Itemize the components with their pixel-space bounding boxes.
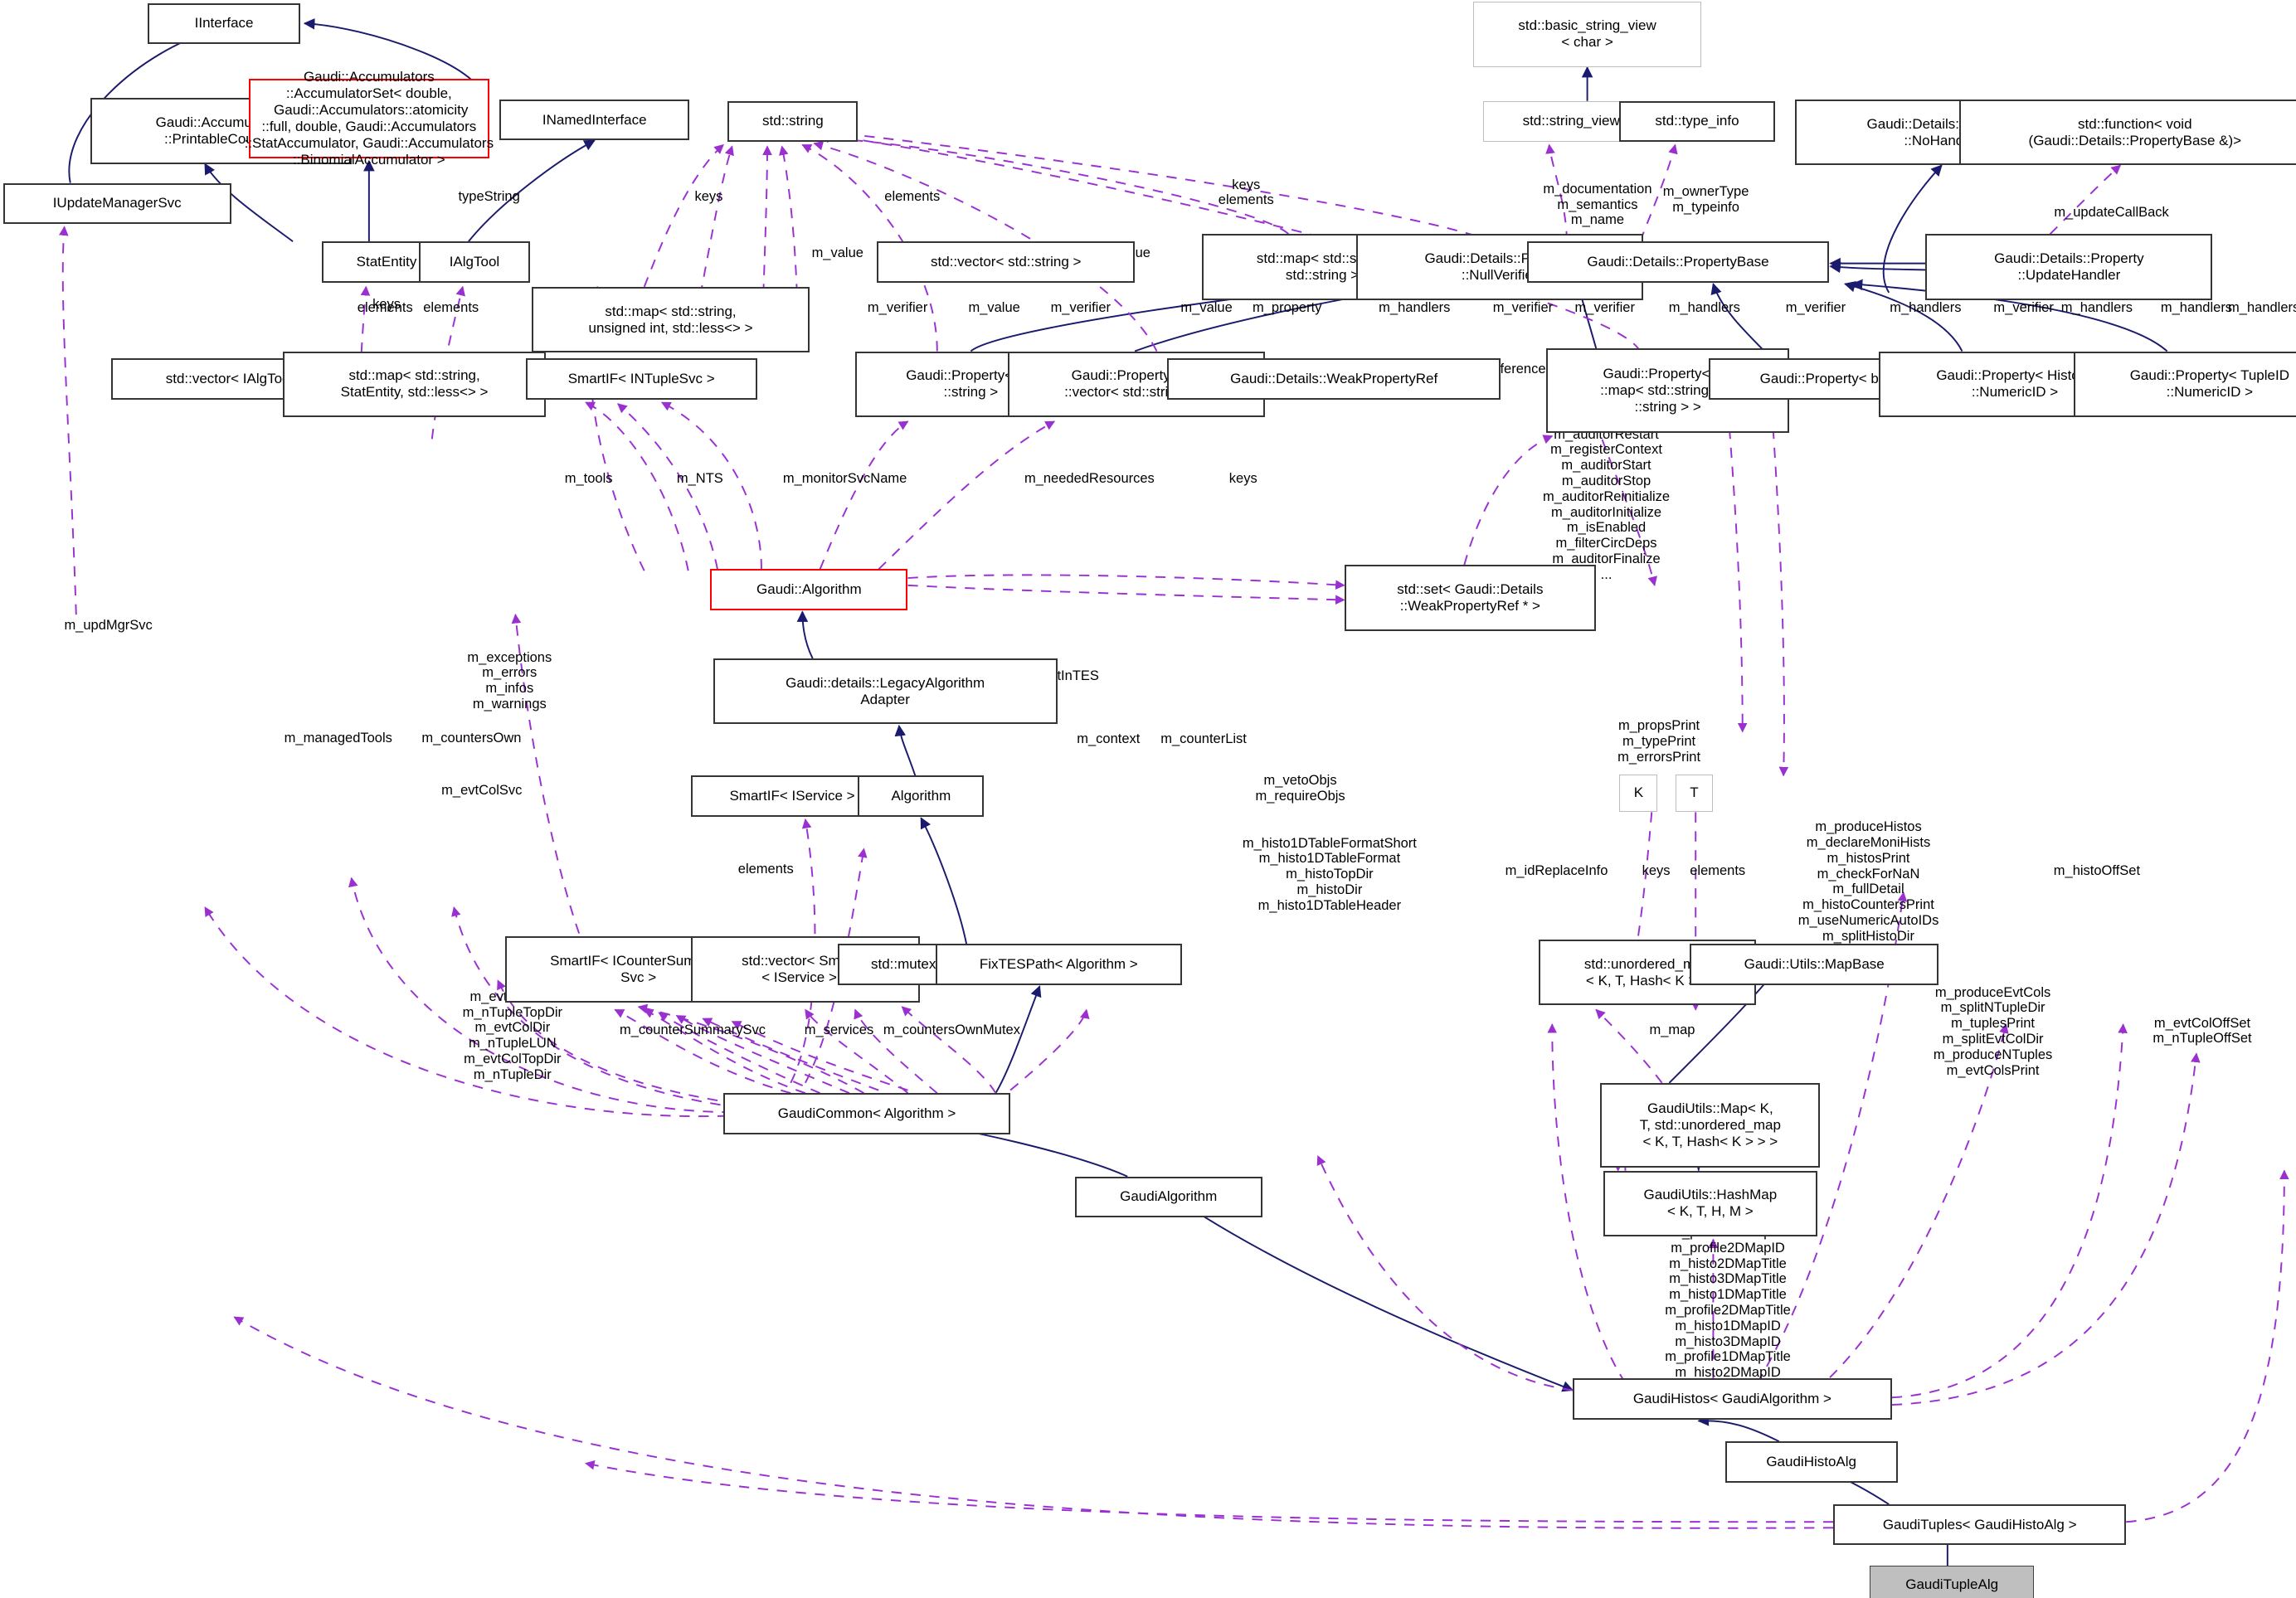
class-node-nodeT[interactable]: T <box>1675 774 1714 813</box>
edge-label: m_services <box>804 1022 874 1038</box>
edge-label: m_documentation m_semantics m_name <box>1543 181 1652 228</box>
class-node-gaudialgorithm_c[interactable]: Gaudi::Algorithm <box>710 569 908 610</box>
edge-label: m_evtColSvc <box>441 783 523 799</box>
edge-label: m_value <box>811 245 863 261</box>
class-node-mapstatentity[interactable]: std::map< std::string, StatEntity, std::… <box>282 351 547 417</box>
edge-label: m_evtColOffSet m_nTupleOffSet <box>2152 1015 2252 1047</box>
class-node-setweakpropref[interactable]: std::set< Gaudi::Details ::WeakPropertyR… <box>1344 565 1597 631</box>
class-node-gauditupleshistoalg[interactable]: GaudiTuples< GaudiHistoAlg > <box>1833 1504 2127 1546</box>
edge-label: m_handlers <box>2060 299 2133 315</box>
class-node-gaudihistos[interactable]: GaudiHistos< GaudiAlgorithm > <box>1572 1378 1892 1420</box>
class-node-gauditupleaig[interactable]: GaudiTupleAlg <box>1870 1566 2034 1598</box>
edge-label: m_handlers <box>2228 299 2296 315</box>
class-node-basicstringview[interactable]: std::basic_string_view < char > <box>1472 1 1702 68</box>
class-node-typeinfo[interactable]: std::type_info <box>1619 100 1775 143</box>
edge-label: elements <box>1690 863 1746 879</box>
edge-label: typeString <box>458 188 520 204</box>
edge-label: m_histoOffSet <box>2053 863 2141 879</box>
edge-label: m_counterList <box>1160 731 1247 747</box>
class-node-stdfunction[interactable]: std::function< void (Gaudi::Details::Pro… <box>1958 99 2296 166</box>
edge-label: m_exceptions m_errors m_infos m_warnings <box>467 649 552 712</box>
edge-label: m_handlers <box>1379 299 1451 315</box>
class-node-gaudiutilsmap[interactable]: GaudiUtils::Map< K, T, std::unordered_ma… <box>1600 1082 1821 1168</box>
edge-label: m_managedTools <box>284 730 392 746</box>
edge-label: m_verifier <box>867 299 928 315</box>
edge-label: m_verifier <box>1993 299 2054 315</box>
edge-label: m_verifier <box>1785 299 1846 315</box>
edge-label: m_idReplaceInfo <box>1505 863 1608 879</box>
edge-label: m_handlers <box>1668 299 1740 315</box>
edge-label: m_counterSummarySvc <box>619 1022 766 1038</box>
edge-label: m_produceEvtCols m_splitNTupleDir m_tupl… <box>1933 984 2053 1078</box>
edge-label: m_updateCallBack <box>2054 205 2169 221</box>
class-node-updatehandler[interactable]: Gaudi::Details::Property ::UpdateHandler <box>1925 234 2213 300</box>
class-node-mapbase[interactable]: Gaudi::Utils::MapBase <box>1690 944 1939 985</box>
class-node-iupdatemanagersvc[interactable]: IUpdateManagerSvc <box>2 182 231 224</box>
class-node-mapuint[interactable]: std::map< std::string, unsigned int, std… <box>531 286 810 353</box>
edge-label: m_updMgrSvc <box>64 617 153 633</box>
class-node-legacyadapter[interactable]: Gaudi::details::LegacyAlgorithm Adapter <box>713 658 1058 725</box>
class-node-nodeK[interactable]: K <box>1619 774 1658 813</box>
edge-label: m_verifier <box>1574 299 1635 315</box>
class-node-accumulatorset[interactable]: Gaudi::Accumulators ::AccumulatorSet< do… <box>244 68 494 168</box>
edge-label: m_map <box>1649 1022 1695 1038</box>
edge-label: m_monitorSvcName <box>782 471 907 487</box>
edge-label: keys <box>694 188 723 204</box>
edge-label: m_evtColLUN m_nTupleTopDir m_evtColDir m… <box>462 989 563 1082</box>
edge-label: m_profile1DMapID m_profile2DMapID m_hist… <box>1665 1225 1791 1396</box>
edge-label: m_value <box>968 299 1020 315</box>
edge-label: elements <box>357 299 413 315</box>
class-node-gaudiutilshashmap[interactable]: GaudiUtils::HashMap < K, T, H, M > <box>1603 1170 1817 1237</box>
edge-label: m_histo1DTableFormatShort m_histo1DTable… <box>1242 835 1417 913</box>
class-node-gaudialgorithm[interactable]: GaudiAlgorithm <box>1074 1176 1262 1218</box>
edge-label: m_ownerType m_typeinfo <box>1662 184 1749 216</box>
edge-label: m_handlers <box>1890 299 1962 315</box>
class-node-vecstring[interactable]: std::vector< std::string > <box>877 241 1136 283</box>
edge-label: keys <box>1642 863 1671 879</box>
edge-label: m_propsPrint m_typePrint m_errorsPrint <box>1617 718 1701 765</box>
edge-label: m_NTS <box>676 471 723 487</box>
edge-label: m_countersOwnMutex <box>883 1022 1020 1038</box>
class-node-ialgtool[interactable]: IAlgTool <box>418 241 531 283</box>
class-node-gaudihistoalg[interactable]: GaudiHistoAlg <box>1724 1441 1898 1483</box>
edge-label: m_doTimeline m_auditorRestart m_register… <box>1542 411 1671 582</box>
edge-label: m_property <box>1252 299 1322 315</box>
class-node-algorithm[interactable]: Algorithm <box>858 775 985 817</box>
edge-label: m_countersOwn <box>421 730 522 746</box>
edge-label: m_neededResources <box>1024 471 1155 487</box>
edge-label: keys <box>1228 471 1257 487</box>
edge-label: elements <box>423 299 479 315</box>
class-node-smartifintuplesvc[interactable]: SmartIF< INTupleSvc > <box>525 358 757 400</box>
class-node-fixtespath[interactable]: FixTESPath< Algorithm > <box>936 944 1182 985</box>
class-node-weakpropertyref[interactable]: Gaudi::Details::WeakPropertyRef <box>1166 358 1501 400</box>
edge-label: m_verifier <box>1050 299 1111 315</box>
class-node-stdstring[interactable]: std::string <box>727 100 859 143</box>
edge-label: elements <box>884 188 941 204</box>
edge-label: elements <box>737 862 794 877</box>
edge-label: m_value <box>1180 299 1233 315</box>
edge-label: m_context <box>1077 731 1141 747</box>
edge-label: m_produceHistos m_declareMoniHists m_his… <box>1797 819 1939 944</box>
class-node-gaudicommon[interactable]: GaudiCommon< Algorithm > <box>723 1093 1011 1134</box>
class-node-iinterface[interactable]: IInterface <box>148 2 300 44</box>
edge-label: m_tools <box>564 471 613 487</box>
class-node-inamedinterface[interactable]: INamedInterface <box>499 99 690 141</box>
class-node-propertybase[interactable]: Gaudi::Details::PropertyBase <box>1527 241 1829 283</box>
edge-label: m_handlers <box>2160 299 2233 315</box>
class-node-proptupleid[interactable]: Gaudi::Property< TupleID ::NumericID > <box>2073 351 2296 417</box>
edge-label: keys <box>372 297 401 313</box>
edge-label: m_verifier <box>1492 299 1554 315</box>
edge-label: keys elements <box>1218 177 1274 208</box>
edge-label: m_vetoObjs m_requireObjs <box>1255 772 1345 804</box>
